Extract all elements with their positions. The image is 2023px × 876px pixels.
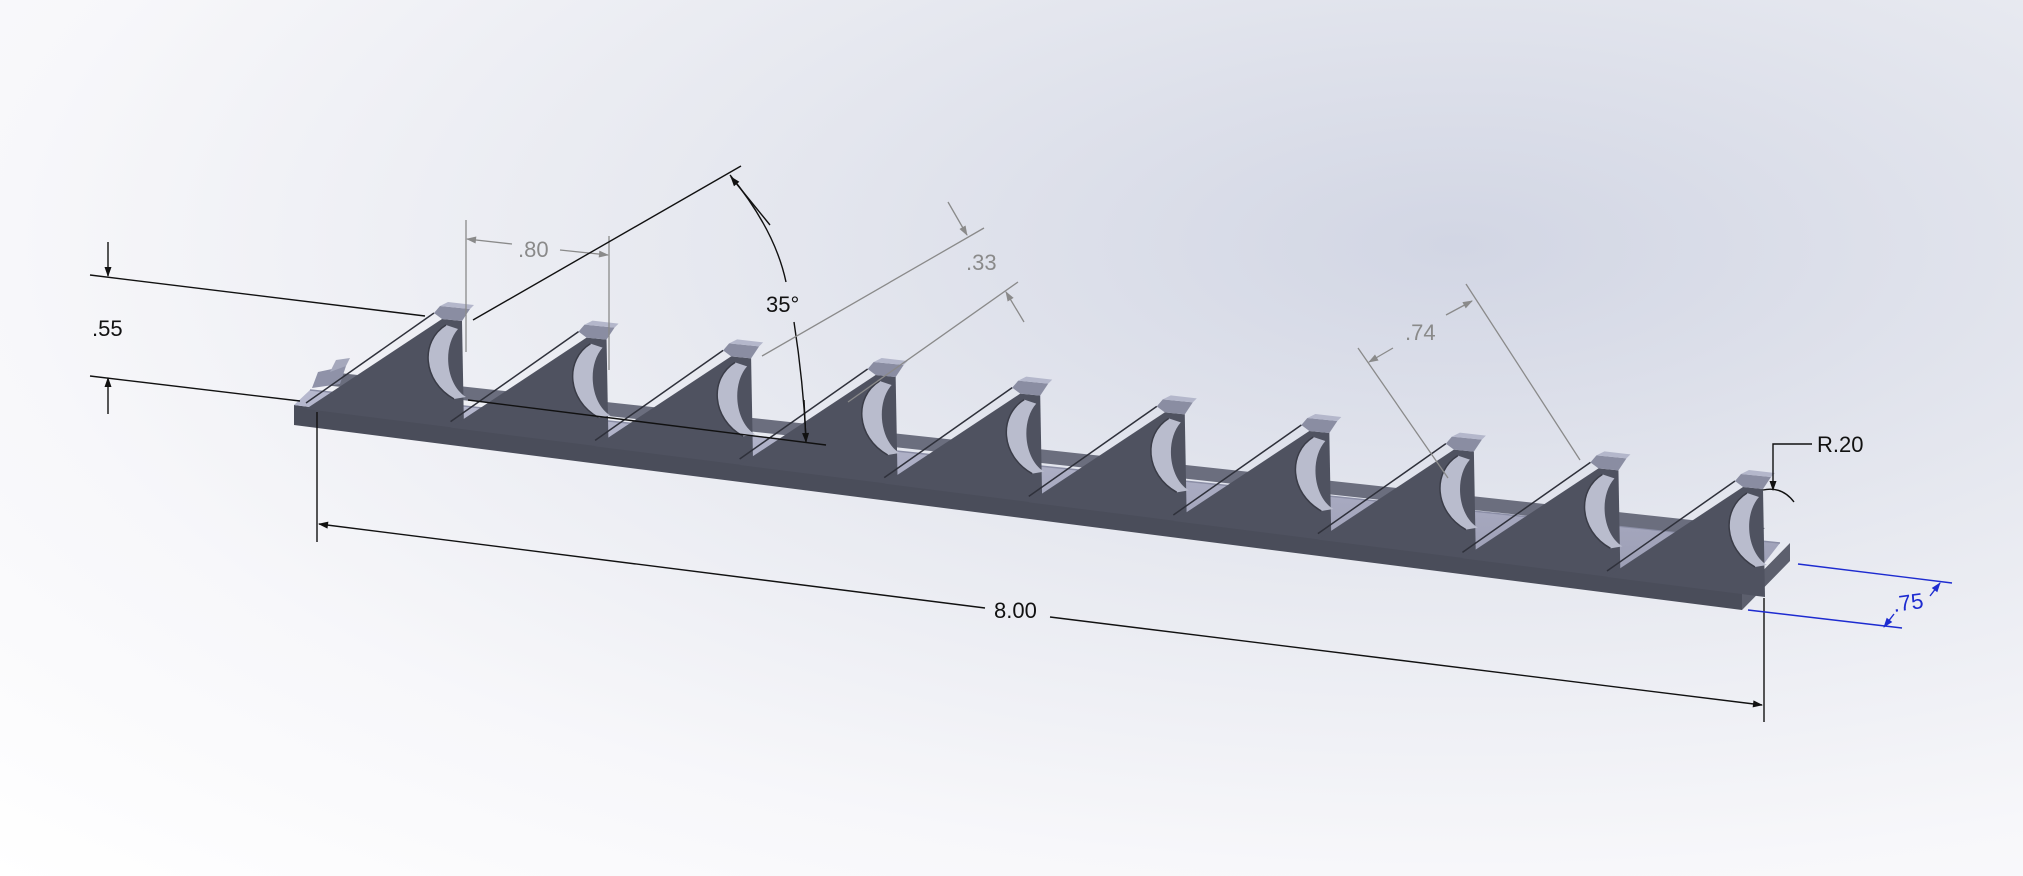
- tooth-face: [1173, 431, 1332, 541]
- dim-radius-label: R.20: [1817, 432, 1863, 457]
- dimensions-layer: .55 .80 35° .33: [89, 165, 1953, 722]
- tooth-face: [739, 375, 898, 485]
- tooth: [305, 302, 474, 429]
- tooth-cutout: [572, 343, 611, 418]
- dimension-angle[interactable]: 35°: [467, 165, 827, 446]
- dim-length-label: 8.00: [994, 598, 1037, 623]
- dimension-spacing[interactable]: .74: [1357, 283, 1581, 479]
- dimension-height[interactable]: .55: [89, 242, 426, 414]
- tooth-face: [1607, 487, 1765, 597]
- teeth-group: [305, 302, 1775, 597]
- tooth-face: [1317, 449, 1476, 560]
- tooth-cutout: [1729, 493, 1767, 567]
- tooth: [1028, 395, 1197, 523]
- dim-angle-label: 35°: [766, 292, 799, 317]
- tooth-cutout: [1584, 474, 1623, 549]
- tooth-cap: [1445, 436, 1482, 452]
- tooth: [1606, 470, 1775, 597]
- tooth-cutout: [861, 381, 900, 455]
- tooth-cutout: [717, 362, 756, 437]
- dim-height-label: .55: [92, 316, 123, 341]
- dimension-width[interactable]: .75: [1747, 563, 1953, 629]
- tooth-face: [884, 393, 1043, 504]
- tooth-cutout: [1006, 399, 1045, 474]
- tooth-cutout: [1150, 418, 1189, 493]
- tooth-cap: [578, 324, 615, 340]
- tooth: [594, 339, 764, 467]
- rack-part: [294, 302, 1790, 610]
- tooth-cap: [1735, 474, 1771, 489]
- dim-spacing-label: .74: [1405, 320, 1436, 345]
- tooth-cap: [434, 306, 470, 321]
- dimension-length[interactable]: 8.00: [316, 412, 1765, 722]
- tooth: [450, 320, 619, 448]
- tooth-cap: [1301, 418, 1338, 433]
- dim-pitch-label: .80: [518, 237, 549, 262]
- tooth: [1317, 432, 1486, 560]
- dim-width-label: .75: [1891, 588, 1925, 617]
- tooth-cutout: [428, 325, 466, 399]
- tooth-cap: [1012, 380, 1049, 396]
- dimension-thickness[interactable]: .33: [761, 201, 1025, 403]
- tooth: [739, 358, 908, 485]
- dimension-radius[interactable]: R.20: [1762, 432, 1863, 503]
- tooth-face: [306, 319, 464, 429]
- tooth-face: [1028, 412, 1187, 523]
- tooth-face: [1462, 468, 1621, 579]
- tooth-cap: [1156, 399, 1193, 415]
- tooth-face: [595, 356, 754, 467]
- tooth: [1462, 451, 1631, 579]
- dim-thickness-label: .33: [966, 250, 997, 275]
- tooth-face: [450, 337, 609, 448]
- tooth-cap: [1590, 455, 1627, 471]
- tooth: [883, 376, 1053, 504]
- tooth: [1172, 414, 1342, 541]
- tooth-cap: [867, 362, 904, 377]
- dimension-pitch[interactable]: .80: [465, 220, 610, 370]
- tooth-cap: [723, 343, 760, 359]
- tooth-cutout: [1295, 437, 1334, 511]
- tooth-cutout: [1439, 455, 1478, 530]
- left-lug: [312, 366, 346, 388]
- base-side-face: [294, 405, 1742, 610]
